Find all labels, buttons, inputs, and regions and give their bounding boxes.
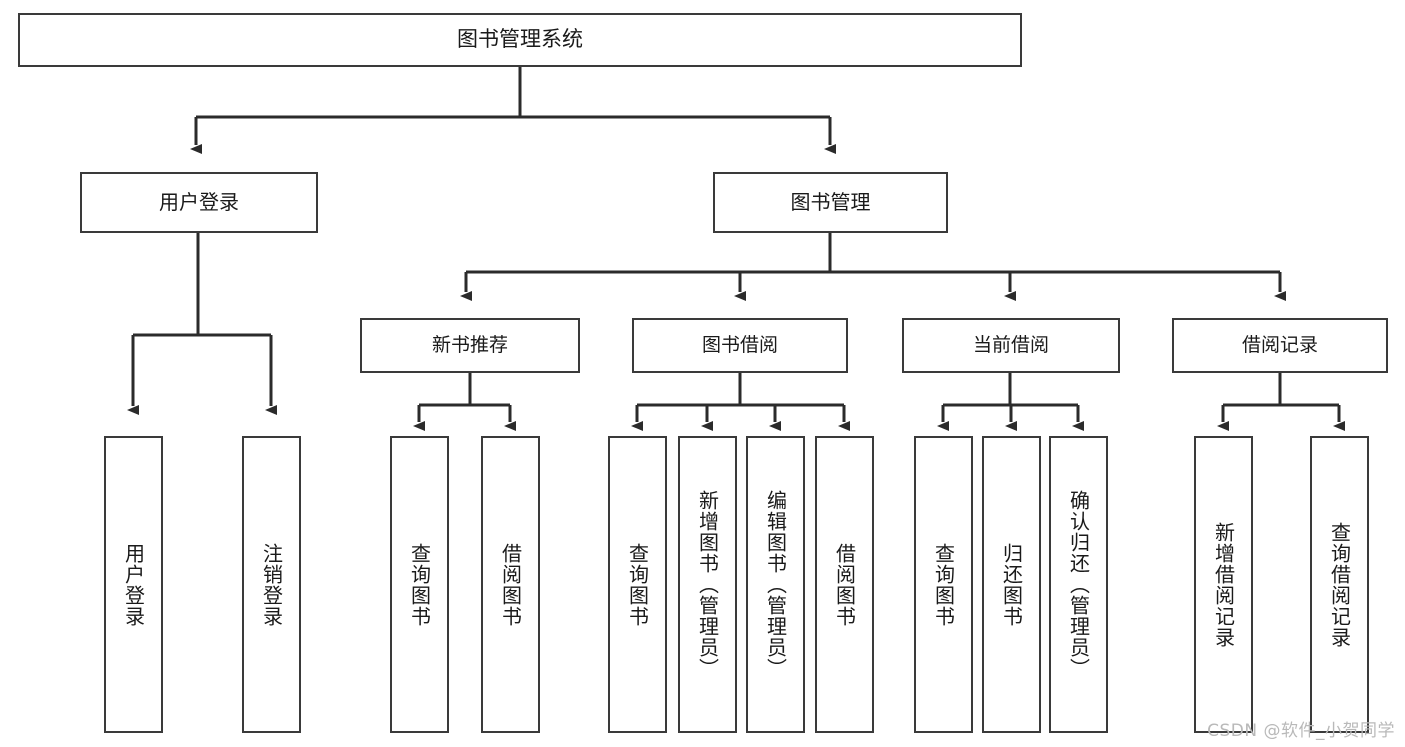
node-root-label: 图书管理系统 xyxy=(457,27,583,52)
leaf-record-add-record[interactable]: 新增借阅记录 xyxy=(1194,436,1253,733)
leaf-current-query-book[interactable]: 查询图书 xyxy=(914,436,973,733)
node-root[interactable]: 图书管理系统 xyxy=(18,13,1022,67)
node-borrow-record[interactable]: 借阅记录 xyxy=(1172,318,1388,373)
node-borrow-record-label: 借阅记录 xyxy=(1241,333,1318,356)
leaf-current-confirm-return-admin[interactable]: 确认归还（管理员） xyxy=(1049,436,1108,733)
node-book-borrow-label: 图书借阅 xyxy=(701,333,778,356)
leaf-recommend-borrow-book[interactable]: 借阅图书 xyxy=(481,436,540,733)
leaf-label: 归还图书 xyxy=(999,542,1024,627)
leaf-label: 注销登录 xyxy=(259,542,284,627)
leaf-label: 编辑图书（管理员） xyxy=(763,490,788,679)
node-current-borrow[interactable]: 当前借阅 xyxy=(902,318,1120,373)
leaf-user-login-signin[interactable]: 用户登录 xyxy=(104,436,163,733)
leaf-label: 查询图书 xyxy=(931,542,956,627)
node-book-borrow[interactable]: 图书借阅 xyxy=(632,318,848,373)
leaf-label: 查询图书 xyxy=(407,542,432,627)
leaf-label: 用户登录 xyxy=(121,542,146,627)
leaf-label: 借阅图书 xyxy=(832,542,857,627)
node-book-management-label: 图书管理 xyxy=(790,190,871,215)
leaf-label: 查询借阅记录 xyxy=(1327,521,1352,648)
node-new-book-recommend[interactable]: 新书推荐 xyxy=(360,318,580,373)
leaf-label: 新增借阅记录 xyxy=(1211,521,1236,648)
csdn-watermark: CSDN @软件_小贺同学 xyxy=(1207,721,1395,741)
leaf-record-query-record[interactable]: 查询借阅记录 xyxy=(1310,436,1369,733)
leaf-label: 查询图书 xyxy=(625,542,650,627)
node-book-management[interactable]: 图书管理 xyxy=(713,172,948,233)
node-new-book-recommend-label: 新书推荐 xyxy=(431,333,508,356)
leaf-recommend-query-book[interactable]: 查询图书 xyxy=(390,436,449,733)
leaf-label: 新增图书（管理员） xyxy=(695,490,720,679)
leaf-borrow-edit-book-admin[interactable]: 编辑图书（管理员） xyxy=(746,436,805,733)
node-user-login[interactable]: 用户登录 xyxy=(80,172,318,233)
leaf-borrow-borrow-book[interactable]: 借阅图书 xyxy=(815,436,874,733)
node-user-login-label: 用户登录 xyxy=(159,190,239,215)
leaf-user-login-signout[interactable]: 注销登录 xyxy=(242,436,301,733)
node-current-borrow-label: 当前借阅 xyxy=(972,333,1049,356)
leaf-borrow-add-book-admin[interactable]: 新增图书（管理员） xyxy=(678,436,737,733)
leaf-label: 确认归还（管理员） xyxy=(1066,490,1091,679)
leaf-label: 借阅图书 xyxy=(498,542,523,627)
leaf-current-return-book[interactable]: 归还图书 xyxy=(982,436,1041,733)
leaf-borrow-query-book[interactable]: 查询图书 xyxy=(608,436,667,733)
